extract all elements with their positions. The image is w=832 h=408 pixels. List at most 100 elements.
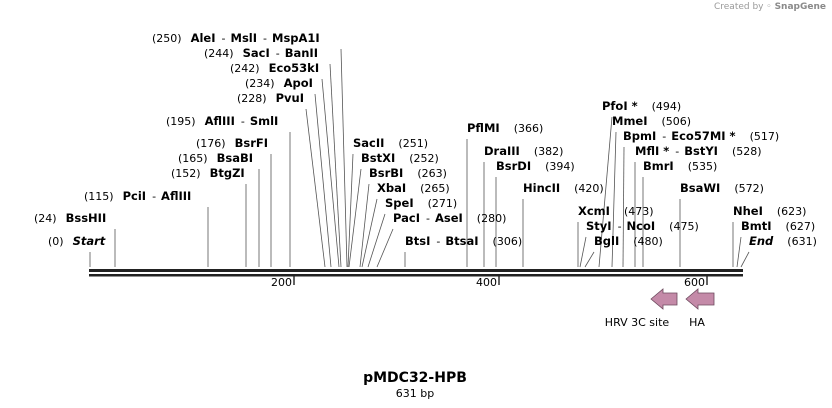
- enzyme-name: NcoI: [627, 219, 656, 233]
- feature-label-hrv: HRV 3C site: [605, 316, 670, 329]
- site-label-s228: (228) PvuI: [237, 91, 304, 105]
- connector-line: [367, 213, 386, 268]
- enzyme-name: AflIII: [161, 189, 191, 203]
- enzyme-name: SmlI: [250, 114, 279, 128]
- site-position: (152): [171, 167, 201, 180]
- enzyme-name: PciI: [123, 189, 146, 203]
- site-label-s517: BpmI-Eco57MI *(517): [623, 129, 779, 143]
- site-label-s528: MflI *-BstYI(528): [635, 144, 762, 158]
- enzyme-name: PvuI: [276, 91, 304, 105]
- feature-arrow-ha: [685, 288, 715, 310]
- site-position: (271): [428, 197, 458, 210]
- site-label-s244: (244) SacI-BanII: [204, 46, 318, 60]
- enzyme-name: BstXI: [361, 151, 395, 165]
- connector-line: [359, 183, 370, 268]
- site-position: (572): [734, 182, 764, 195]
- feature-label-ha: HA: [689, 316, 705, 329]
- enzyme-name: XbaI: [377, 181, 406, 195]
- connector-line: [305, 108, 326, 268]
- map-length: 631 bp: [396, 387, 434, 400]
- connector-line: [579, 236, 587, 268]
- site-position: (234): [245, 77, 275, 90]
- site-position: (265): [420, 182, 450, 195]
- site-position: (535): [688, 160, 718, 173]
- connector-line: [584, 251, 595, 268]
- connector-line: [376, 228, 394, 268]
- scale-tick-label: 400: [476, 276, 497, 289]
- site-label-s535: BmrI (535): [643, 159, 717, 173]
- site-label-s195: (195)AflIII-SmlI: [166, 114, 278, 128]
- site-position: (0): [48, 235, 64, 248]
- name-separator: -: [222, 32, 226, 45]
- name-separator: -: [152, 190, 156, 203]
- enzyme-name: BsrFI: [235, 136, 268, 150]
- connector-line: [347, 153, 354, 268]
- enzyme-name: AleI: [191, 31, 216, 45]
- name-separator: -: [241, 115, 245, 128]
- enzyme-name: SpeI: [385, 196, 414, 210]
- enzyme-name: PfoI *: [602, 99, 638, 113]
- enzyme-name: BtgZI: [210, 166, 245, 180]
- site-label-s24: (24)BssHII: [34, 211, 106, 225]
- connector-line: [611, 131, 617, 268]
- backbone-top-strand: [89, 269, 743, 272]
- site-position: (366): [514, 122, 544, 135]
- site-position: (623): [777, 205, 807, 218]
- site-position: (242): [230, 62, 260, 75]
- enzyme-name: Start: [73, 234, 106, 248]
- site-label-s251: SacII(251): [353, 136, 428, 150]
- connector-line: [740, 251, 750, 268]
- enzyme-name: SacI: [243, 46, 270, 60]
- enzyme-name: BsrDI: [496, 159, 531, 173]
- site-position: (244): [204, 47, 234, 60]
- site-label-s263: BsrBI(263): [369, 166, 447, 180]
- site-position: (506): [662, 115, 692, 128]
- site-label-s234: (234)ApoI: [245, 76, 313, 90]
- name-separator: -: [675, 145, 679, 158]
- site-label-s366: PflMI(366): [467, 121, 543, 135]
- site-label-s494: PfoI * (494): [602, 99, 681, 113]
- site-position: (280): [477, 212, 507, 225]
- name-separator: -: [276, 47, 280, 60]
- site-label-s280: PacI-AseI(280): [393, 211, 506, 225]
- scale-tick-label: 600: [684, 276, 705, 289]
- name-separator: -: [618, 220, 622, 233]
- site-label-s306: BtsI-BtsaI(306): [405, 234, 522, 248]
- site-position: (494): [652, 100, 682, 113]
- connector-line: [361, 198, 378, 268]
- enzyme-name: MflI *: [635, 144, 669, 158]
- enzyme-name: BanII: [285, 46, 318, 60]
- site-position: (382): [534, 145, 564, 158]
- site-position: (228): [237, 92, 267, 105]
- site-label-s0: (0) Start: [48, 234, 106, 248]
- site-label-s627: BmtI(627): [741, 219, 815, 233]
- site-label-s480: BglI(480): [594, 234, 663, 248]
- backbone-bottom-strand: [89, 274, 743, 277]
- site-position: (306): [493, 235, 523, 248]
- site-label-s623: NheI(623): [733, 204, 806, 218]
- connector-line: [598, 116, 613, 268]
- site-label-s250: (250)AleI-MslI-MspA1I: [152, 31, 320, 45]
- site-label-s572: BsaWI(572): [680, 181, 764, 195]
- site-position: (24): [34, 212, 57, 225]
- scale-tick-label: 200: [271, 276, 292, 289]
- site-position: (263): [417, 167, 447, 180]
- enzyme-name: BtsaI: [445, 234, 478, 248]
- site-position: (251): [398, 137, 428, 150]
- connector-line: [736, 236, 742, 268]
- map-title: pMDC32-HPB: [363, 370, 467, 386]
- site-label-s271: SpeI (271): [385, 196, 457, 210]
- site-position: (517): [750, 130, 780, 143]
- site-label-s165: (165)BsaBI: [178, 151, 253, 165]
- site-label-s176: (176)BsrFI: [196, 136, 268, 150]
- credit-brand: SnapGene: [774, 2, 826, 12]
- site-position: (420): [574, 182, 604, 195]
- connector-line: [314, 93, 332, 268]
- enzyme-name: AflIII: [205, 114, 235, 128]
- site-position: (252): [409, 152, 439, 165]
- site-position: (631): [787, 235, 817, 248]
- name-separator: -: [263, 32, 267, 45]
- enzyme-name: BmrI: [643, 159, 674, 173]
- site-label-s506: MmeI(506): [612, 114, 691, 128]
- site-label-s265: XbaI (265): [377, 181, 450, 195]
